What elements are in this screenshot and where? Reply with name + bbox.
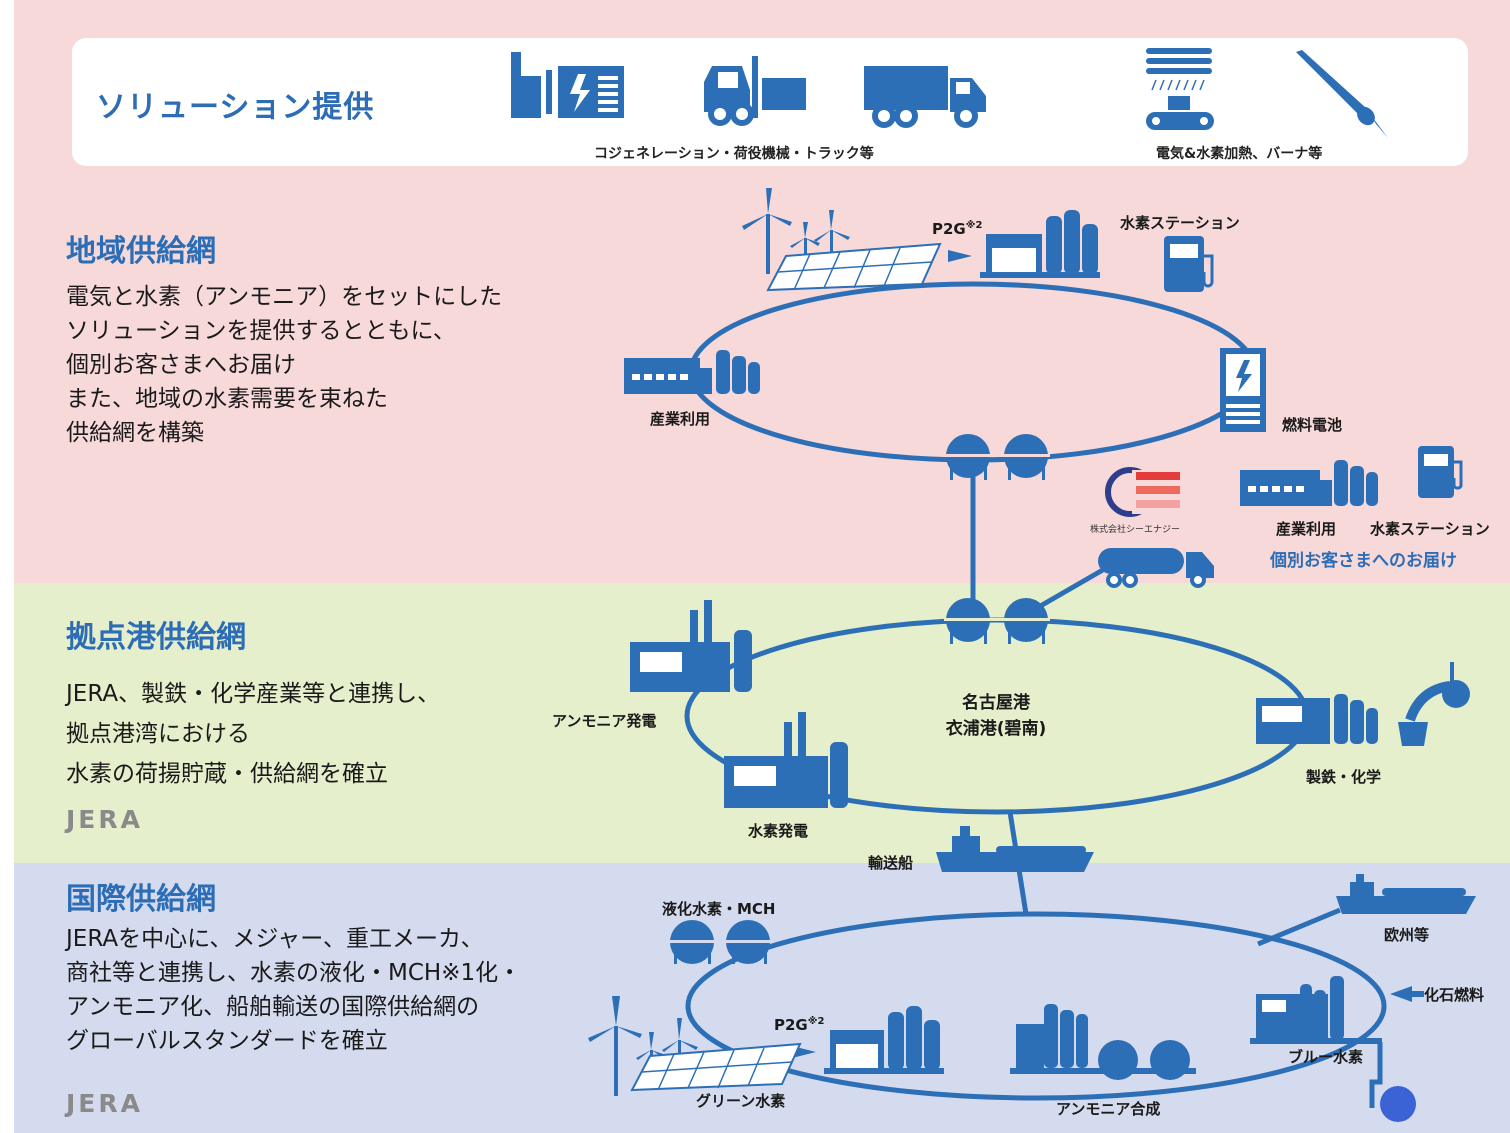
steel-label: 製鉄・化学 — [1306, 768, 1382, 786]
cenergy-logo-icon — [1105, 467, 1180, 517]
arrow-icon — [1410, 991, 1424, 997]
ccs-storage-icon — [1380, 1086, 1416, 1122]
factory-icon — [624, 350, 760, 394]
blue-hydrogen-plant-icon — [1250, 976, 1382, 1044]
tanker-truck-icon — [1098, 548, 1214, 588]
ammonia-plant-icon — [1010, 1004, 1196, 1080]
storage-tank-icon — [944, 598, 1050, 644]
solar-panel-icon — [630, 1042, 802, 1092]
ship-icon — [1336, 874, 1476, 914]
fuel-cell-icon — [1220, 348, 1266, 432]
ammonia-synthesis-label: アンモニア合成 — [1056, 1100, 1161, 1118]
h2-station2-label: 水素ステーション — [1370, 520, 1490, 538]
solution-caption-right: 電気&水素加熱、バーナ等 — [1156, 146, 1323, 162]
h2-station-label: 水素ステーション — [1120, 214, 1240, 232]
heater-icon — [1146, 48, 1214, 130]
p2g-label: P2G※2 — [774, 1016, 825, 1034]
steel-plant-icon — [1256, 662, 1470, 746]
fossil-fuel-label: 化石燃料 — [1424, 986, 1485, 1004]
industry-label: 産業利用 — [650, 410, 711, 428]
factory-icon — [1240, 460, 1378, 506]
truck-icon — [864, 66, 986, 128]
electrolyzer-icon — [824, 1006, 944, 1074]
power-plant-icon — [724, 712, 848, 808]
burner-icon — [1296, 50, 1388, 138]
intl-body: JERAを中心に、メジャー、重工メーカ、 商社等と連携し、水素の液化・MCH※1… — [66, 926, 522, 1054]
forklift-icon — [704, 56, 806, 126]
storage-tank-icon — [944, 434, 1050, 480]
company-label: 株式会社シーエナジー — [1090, 525, 1181, 535]
hydrogen-station-icon — [1164, 236, 1214, 292]
ship-label: 輸送船 — [868, 854, 914, 872]
blue-h2-label: ブルー水素 — [1288, 1048, 1364, 1066]
intl-title: 国際供給網 — [66, 882, 216, 917]
cogeneration-icon — [511, 52, 624, 118]
port-name-label: 名古屋港 衣浦港(碧南) — [945, 693, 1047, 739]
local-body: 電気と水素（アンモニア）をセットにした ソリューションを提供するとともに、 個別… — [66, 284, 503, 446]
arrow-icon — [1390, 986, 1412, 1002]
europe-link — [1257, 907, 1341, 947]
solution-caption-left: コジェネレーション・荷役機械・トラック等 — [594, 146, 874, 162]
jera-logo: JERA — [66, 796, 143, 837]
intl-ring — [685, 911, 1387, 1101]
p2g-label: P2G※2 — [932, 220, 983, 238]
hydrogen-station-icon — [1418, 446, 1463, 498]
green-h2-label: グリーン水素 — [696, 1092, 786, 1110]
electrolyzer-icon — [980, 210, 1100, 278]
liquid-tank-icon — [668, 920, 772, 964]
local-title: 地域供給網 — [66, 234, 216, 269]
europe-label: 欧州等 — [1384, 926, 1430, 944]
h2-power-label: 水素発電 — [748, 822, 809, 840]
solar-panel-icon — [766, 242, 942, 292]
ship-icon — [936, 826, 1094, 872]
liquid-h2-label: 液化水素・MCH — [662, 900, 776, 918]
fuel-cell-label: 燃料電池 — [1282, 416, 1343, 434]
delivery-label: 個別お客さまへのお届け — [1270, 551, 1457, 571]
ammonia-power-label: アンモニア発電 — [552, 712, 657, 730]
power-plant-icon — [630, 600, 752, 692]
port-title: 拠点港供給網 — [66, 620, 246, 655]
local-ring — [688, 281, 1258, 463]
solution-title: ソリューション提供 — [96, 90, 375, 125]
industry2-label: 産業利用 — [1276, 520, 1337, 538]
ccs-link — [1369, 1042, 1383, 1108]
port-body: JERA、製鉄・化学産業等と連携し、 拠点港湾における 水素の荷揚貯蔵・供給網を… — [66, 681, 441, 787]
arrow-icon — [948, 250, 972, 262]
jera-logo: JERA — [66, 1080, 143, 1121]
